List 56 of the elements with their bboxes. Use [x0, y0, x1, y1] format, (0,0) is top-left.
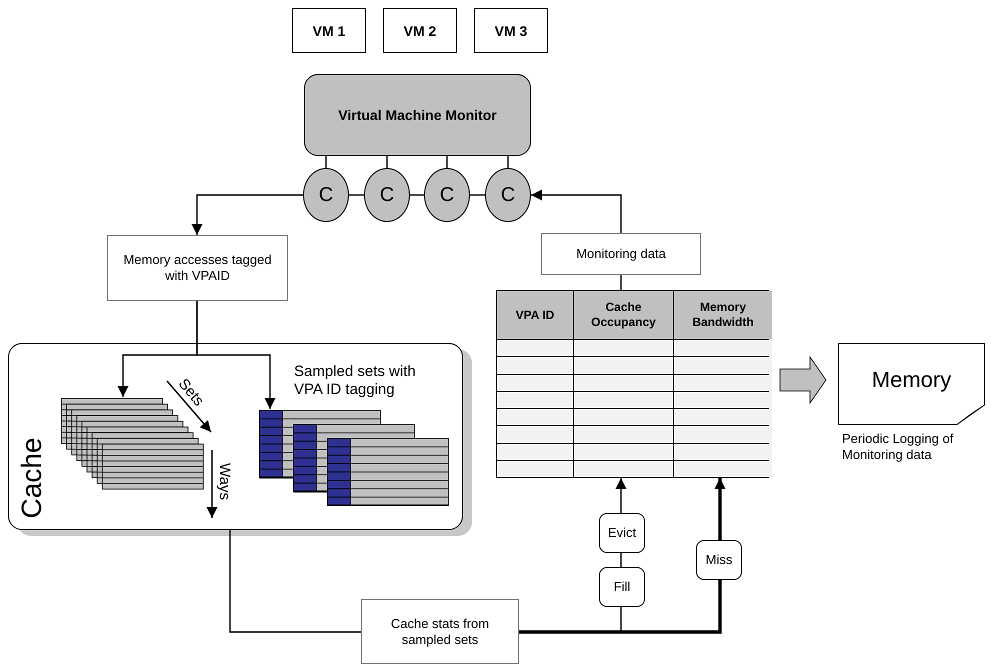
panel-title: Cache: [16, 436, 48, 520]
connector-line: [519, 580, 722, 634]
node-label: Memory: [872, 367, 952, 393]
process-box: [361, 599, 519, 664]
monitor-box: [304, 74, 531, 156]
arrow: [714, 478, 726, 540]
node-label: Virtual Machine Monitor: [338, 107, 497, 123]
vm-box: [474, 8, 548, 53]
column-header: VPA ID: [497, 291, 573, 339]
node-label: Miss: [706, 552, 732, 568]
core-circle: [303, 168, 349, 222]
vm-box: [292, 8, 366, 53]
node-label: VM 2: [404, 22, 436, 38]
node-label: C: [380, 183, 394, 207]
arrow: [531, 190, 622, 233]
connector-line: [620, 275, 622, 290]
core-circle: [485, 168, 531, 222]
event-box: [696, 540, 742, 580]
process-box: [541, 233, 701, 275]
data-table: [496, 290, 769, 478]
sampled-sets-drawing: [259, 410, 449, 506]
node-label: Memory accesses tagged with VPAID: [122, 252, 273, 284]
event-box: [599, 513, 645, 553]
connector-line: [470, 194, 485, 196]
node-label: VM 1: [312, 22, 346, 38]
arrow: [616, 478, 626, 513]
axis-label: Ways: [216, 463, 232, 500]
node-label: Cache stats from sampled sets: [390, 616, 490, 648]
connector-line: [325, 156, 327, 168]
column-header: Memory Bandwidth: [674, 291, 772, 339]
event-box: [599, 567, 645, 607]
node-label: C: [318, 183, 334, 207]
core-circle: [364, 168, 410, 222]
core-circle: [424, 168, 470, 222]
process-box: [107, 235, 288, 301]
connector-line: [620, 553, 622, 567]
node-label: VM 3: [494, 22, 528, 38]
caption-text: Periodic Logging of Monitoring data: [842, 431, 954, 463]
connector-line: [386, 156, 388, 168]
node-label: Fill: [614, 579, 630, 595]
vm-box: [383, 8, 457, 53]
column-header: Cache Occupancy: [574, 291, 673, 339]
arrow: [196, 301, 276, 409]
connector-line: [507, 156, 509, 168]
connector-line: [446, 156, 448, 168]
node-label: C: [440, 183, 454, 207]
block-arrow: [780, 356, 826, 404]
memory-document: [838, 343, 985, 425]
arrow: [192, 194, 303, 235]
connector-line: [229, 530, 361, 633]
node-label: Monitoring data: [576, 246, 666, 262]
connector-line: [349, 194, 364, 196]
caption-text: Sampled sets with VPA ID tagging: [294, 363, 417, 399]
connector-line: [410, 194, 424, 196]
node-label: C: [500, 183, 516, 207]
node-label: Evict: [608, 525, 636, 541]
